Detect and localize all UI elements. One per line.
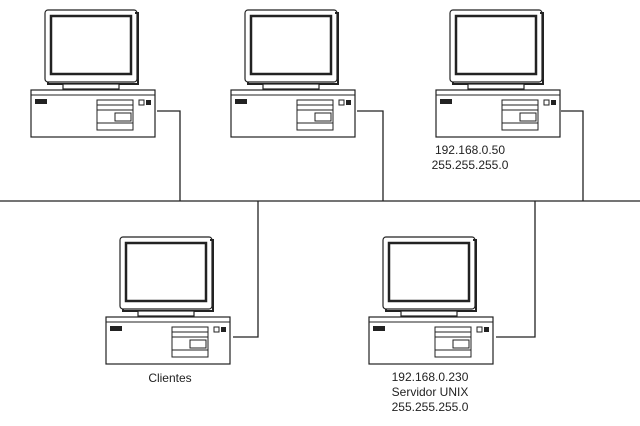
- monitor-base: [467, 83, 525, 90]
- power-button-2: [346, 100, 351, 105]
- cpu-slot: [110, 326, 122, 331]
- drive-bay: [296, 99, 334, 131]
- cable-pc-4: [233, 201, 259, 338]
- cpu-case: [230, 89, 356, 138]
- cable-pc-2: [357, 110, 384, 201]
- computer-1: [30, 9, 156, 138]
- drive-bay: [96, 99, 134, 131]
- power-button-2: [484, 327, 489, 332]
- power-button-1: [543, 99, 550, 106]
- drive-slot: [452, 339, 470, 349]
- drive-slot: [519, 112, 537, 122]
- label-pc-3: 192.168.0.50 255.255.255.0: [425, 143, 515, 173]
- cable-pc-1: [157, 110, 181, 201]
- computer-5: [368, 236, 494, 365]
- label-pc-4-text: Clientes: [148, 371, 192, 385]
- monitor-base: [400, 310, 458, 317]
- drive-slot: [314, 112, 332, 122]
- cpu-slot: [440, 99, 452, 104]
- cpu-case: [105, 316, 231, 365]
- computer-2: [230, 9, 356, 138]
- drive-bay: [434, 326, 472, 358]
- monitor-shadow: [247, 12, 339, 85]
- power-button-1: [338, 99, 345, 106]
- power-button-2: [146, 100, 151, 105]
- monitor-screen: [387, 241, 471, 303]
- power-button-1: [476, 326, 483, 333]
- cable-pc-5: [496, 201, 536, 338]
- label-pc-5-mask: 255.255.255.0: [391, 400, 469, 414]
- monitor-base: [137, 310, 195, 317]
- cpu-case: [30, 89, 156, 138]
- power-button-2: [551, 100, 556, 105]
- drive-slot: [189, 339, 207, 349]
- drive-slot: [114, 112, 132, 122]
- label-pc-5-ip: 192.168.0.230: [391, 370, 469, 384]
- computers-group: [30, 9, 561, 365]
- cpu-slot: [235, 99, 247, 104]
- power-button-2: [221, 327, 226, 332]
- cpu-slot: [373, 326, 385, 331]
- cpu-case: [435, 89, 561, 138]
- monitor-screen: [49, 14, 133, 76]
- drive-bay: [171, 326, 209, 358]
- monitor-shadow: [452, 12, 544, 85]
- cable-pc-3: [561, 110, 584, 201]
- label-pc-4: Clientes: [125, 371, 215, 386]
- label-pc-3-mask: 255.255.255.0: [431, 158, 509, 172]
- computer-4: [105, 236, 231, 365]
- computer-3: [435, 9, 561, 138]
- power-button-1: [213, 326, 220, 333]
- monitor-screen: [454, 14, 538, 76]
- monitor-shadow: [122, 239, 214, 312]
- cpu-slot: [35, 99, 47, 104]
- monitor-screen: [124, 241, 208, 303]
- monitor-shadow: [47, 12, 139, 85]
- drive-bay: [501, 99, 539, 131]
- label-pc-3-ip: 192.168.0.50: [434, 143, 506, 157]
- monitor-base: [262, 83, 320, 90]
- monitor-shadow: [385, 239, 477, 312]
- cpu-case: [368, 316, 494, 365]
- monitor-screen: [249, 14, 333, 76]
- monitor-base: [62, 83, 120, 90]
- power-button-1: [138, 99, 145, 106]
- label-pc-5: 192.168.0.230 Servidor UNIX 255.255.255.…: [380, 370, 480, 415]
- network-bus: [0, 110, 640, 338]
- label-pc-5-role: Servidor UNIX: [391, 385, 469, 399]
